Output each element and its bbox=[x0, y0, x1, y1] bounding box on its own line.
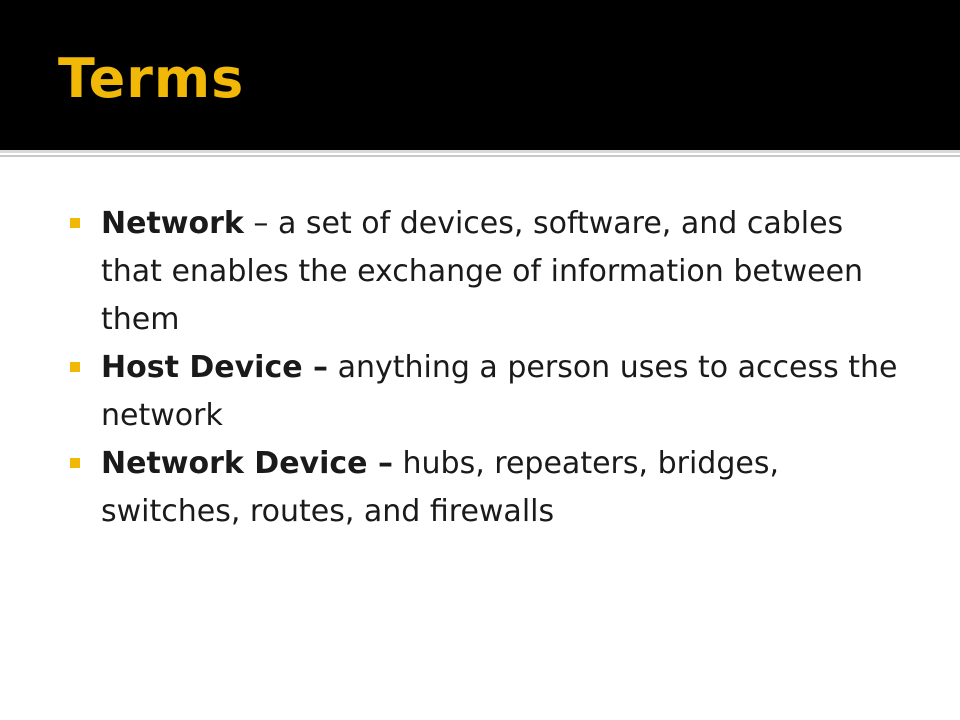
square-bullet-icon bbox=[70, 458, 80, 468]
title-bar: Terms bbox=[0, 0, 960, 150]
bullet-term: Network Device – bbox=[101, 446, 393, 481]
bullet-definition: anything a person uses to access the net… bbox=[101, 350, 898, 433]
bullet-separator bbox=[393, 446, 403, 481]
bullet-list: Network – a set of devices, software, an… bbox=[70, 200, 900, 536]
bullet-item-host-device: Host Device – anything a person uses to … bbox=[70, 344, 900, 440]
square-bullet-icon bbox=[70, 218, 80, 228]
title-divider-line bbox=[0, 150, 960, 153]
slide-title: Terms bbox=[58, 47, 245, 110]
bullet-item-network-device: Network Device – hubs, repeaters, bridge… bbox=[70, 440, 900, 536]
bullet-definition: a set of devices, software, and cables t… bbox=[101, 206, 864, 337]
bullet-term: Host Device – bbox=[101, 350, 329, 385]
square-bullet-icon bbox=[70, 362, 80, 372]
bullet-separator: – bbox=[243, 206, 278, 241]
bullet-term: Network bbox=[101, 206, 244, 241]
bullet-item-network: Network – a set of devices, software, an… bbox=[70, 200, 900, 344]
bullet-separator bbox=[328, 350, 338, 385]
title-divider-line-secondary bbox=[0, 155, 960, 157]
bullet-definition: hubs, repeaters, bridges, switches, rout… bbox=[101, 446, 779, 529]
